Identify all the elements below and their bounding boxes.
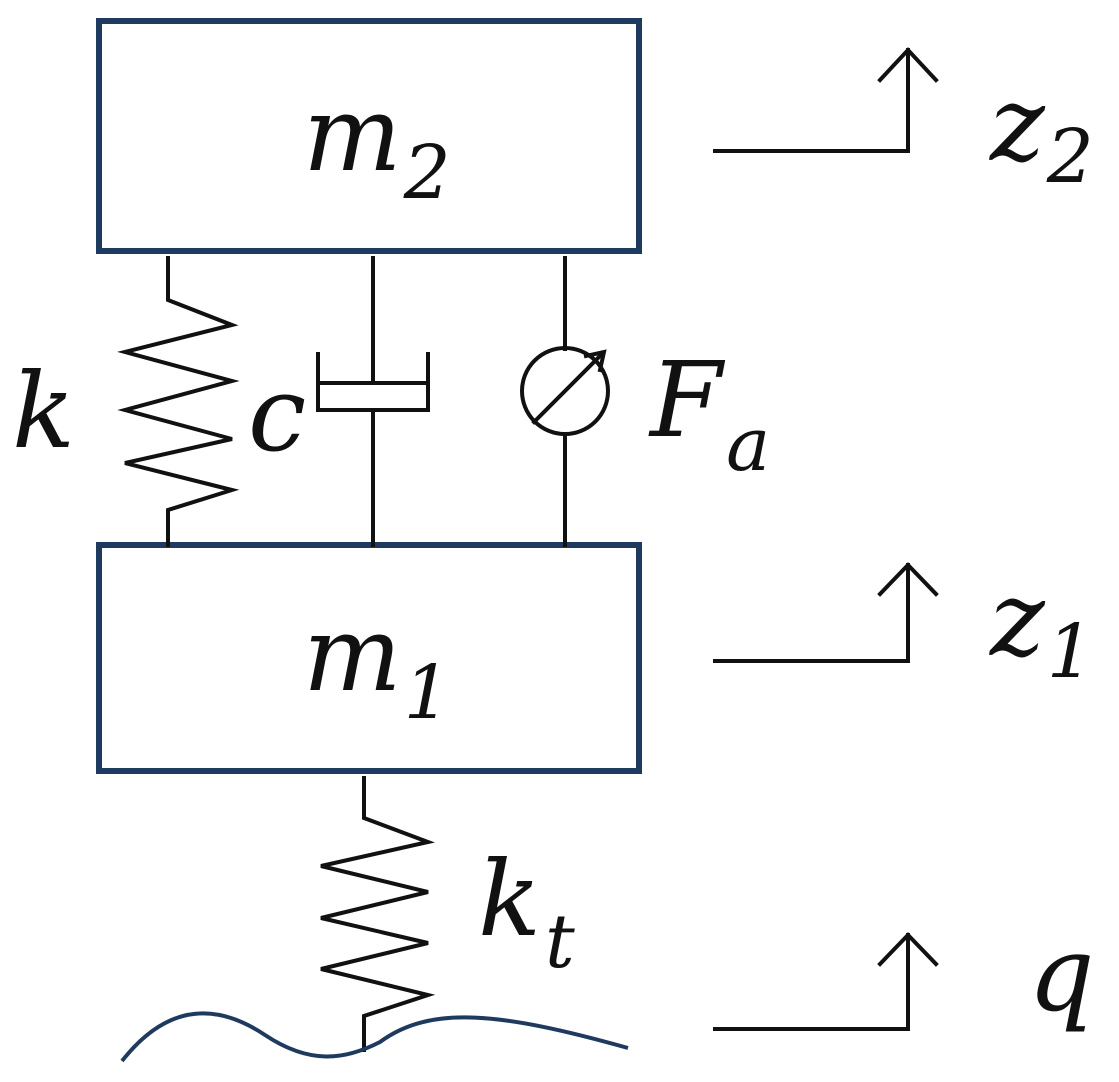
unsprung-displacement-arrow — [713, 562, 939, 663]
tire-spring-label: kt — [478, 838, 575, 985]
unsprung-mass-label: m1 — [303, 593, 451, 736]
suspension-damper — [316, 256, 430, 547]
tire-spring — [320, 776, 436, 1052]
sprung-displacement-label: z2 — [988, 63, 1094, 200]
active-actuator — [520, 256, 610, 547]
road-profile — [120, 1011, 629, 1063]
unsprung-displacement-label: z1 — [988, 558, 1094, 695]
road-displacement-arrow — [713, 932, 939, 1031]
sprung-mass-box — [96, 18, 642, 254]
sprung-displacement-arrow — [713, 47, 939, 153]
sprung-mass-label: m2 — [303, 73, 451, 216]
road-displacement-label: q — [1028, 913, 1095, 1035]
actuator-label: Fa — [648, 339, 770, 488]
suspension-damper-label: c — [248, 353, 306, 475]
suspension-spring — [117, 256, 240, 547]
unsprung-mass-box — [96, 542, 642, 774]
suspension-spring-label: k — [12, 350, 75, 472]
